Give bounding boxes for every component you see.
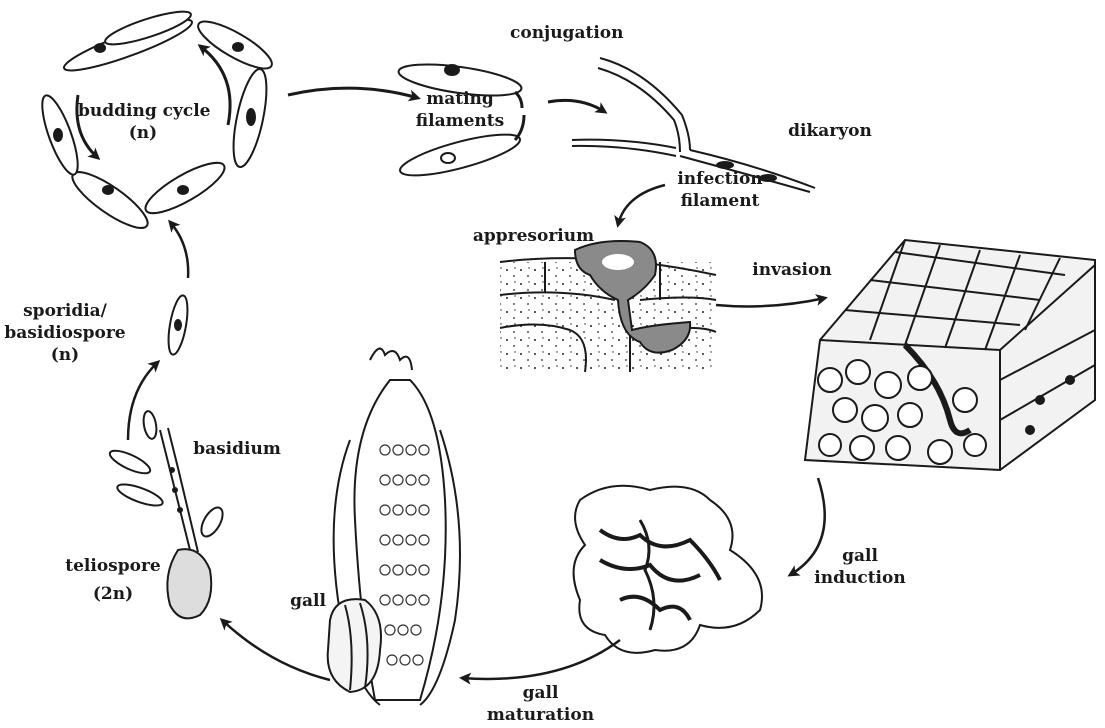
label-sporidia-line1: sporidia/	[0, 300, 130, 322]
arrow-to-teliospore	[222, 620, 330, 680]
label-mating-line1: mating	[405, 88, 515, 110]
sporidia-cell	[165, 294, 191, 356]
arrow-to-mating	[288, 88, 418, 98]
gall-tissue	[574, 486, 762, 653]
label-teliospore: teliospore (2n)	[48, 555, 178, 605]
label-gall-maturation-line1: gall	[478, 682, 603, 704]
label-sporidia: sporidia/ basidiospore (n)	[0, 300, 130, 366]
label-gall: gall	[283, 590, 333, 612]
arrow-gall-maturation	[462, 640, 620, 679]
label-basidium: basidium	[182, 438, 292, 460]
invasion-tissue	[805, 240, 1095, 470]
label-dikaryon: dikaryon	[785, 120, 875, 142]
label-infection-filament: infection filament	[665, 168, 775, 212]
label-invasion: invasion	[742, 259, 842, 281]
corn-ear	[328, 349, 460, 705]
arrow-to-budding	[170, 222, 188, 278]
arrow-infection	[618, 185, 665, 225]
arrow-invasion	[716, 298, 825, 306]
label-infection-line2: filament	[665, 190, 775, 212]
label-budding-cycle-ploidy: (n)	[78, 122, 208, 144]
label-gall-induction-line1: gall	[810, 545, 910, 567]
label-appresorium: appresorium	[466, 225, 601, 247]
label-teliospore-line1: teliospore	[48, 555, 178, 577]
label-teliospore-line2: (2n)	[48, 583, 178, 605]
label-gall-maturation-line2: maturation	[478, 704, 603, 726]
arrow-to-conjugation	[548, 100, 605, 112]
label-budding-cycle: budding cycle (n)	[78, 100, 208, 144]
label-budding-cycle-text: budding cycle	[78, 100, 208, 122]
label-sporidia-line2: basidiospore	[0, 322, 130, 344]
label-gall-induction-line2: induction	[810, 567, 910, 589]
appresorium-cells	[500, 241, 716, 372]
label-sporidia-line3: (n)	[0, 344, 130, 366]
label-infection-line1: infection	[665, 168, 775, 190]
label-gall-maturation: gall maturation	[478, 682, 603, 726]
label-mating-line2: filaments	[405, 110, 515, 132]
label-conjugation: conjugation	[510, 22, 620, 44]
label-gall-induction: gall induction	[810, 545, 910, 589]
label-mating-filaments: mating filaments	[405, 88, 515, 132]
